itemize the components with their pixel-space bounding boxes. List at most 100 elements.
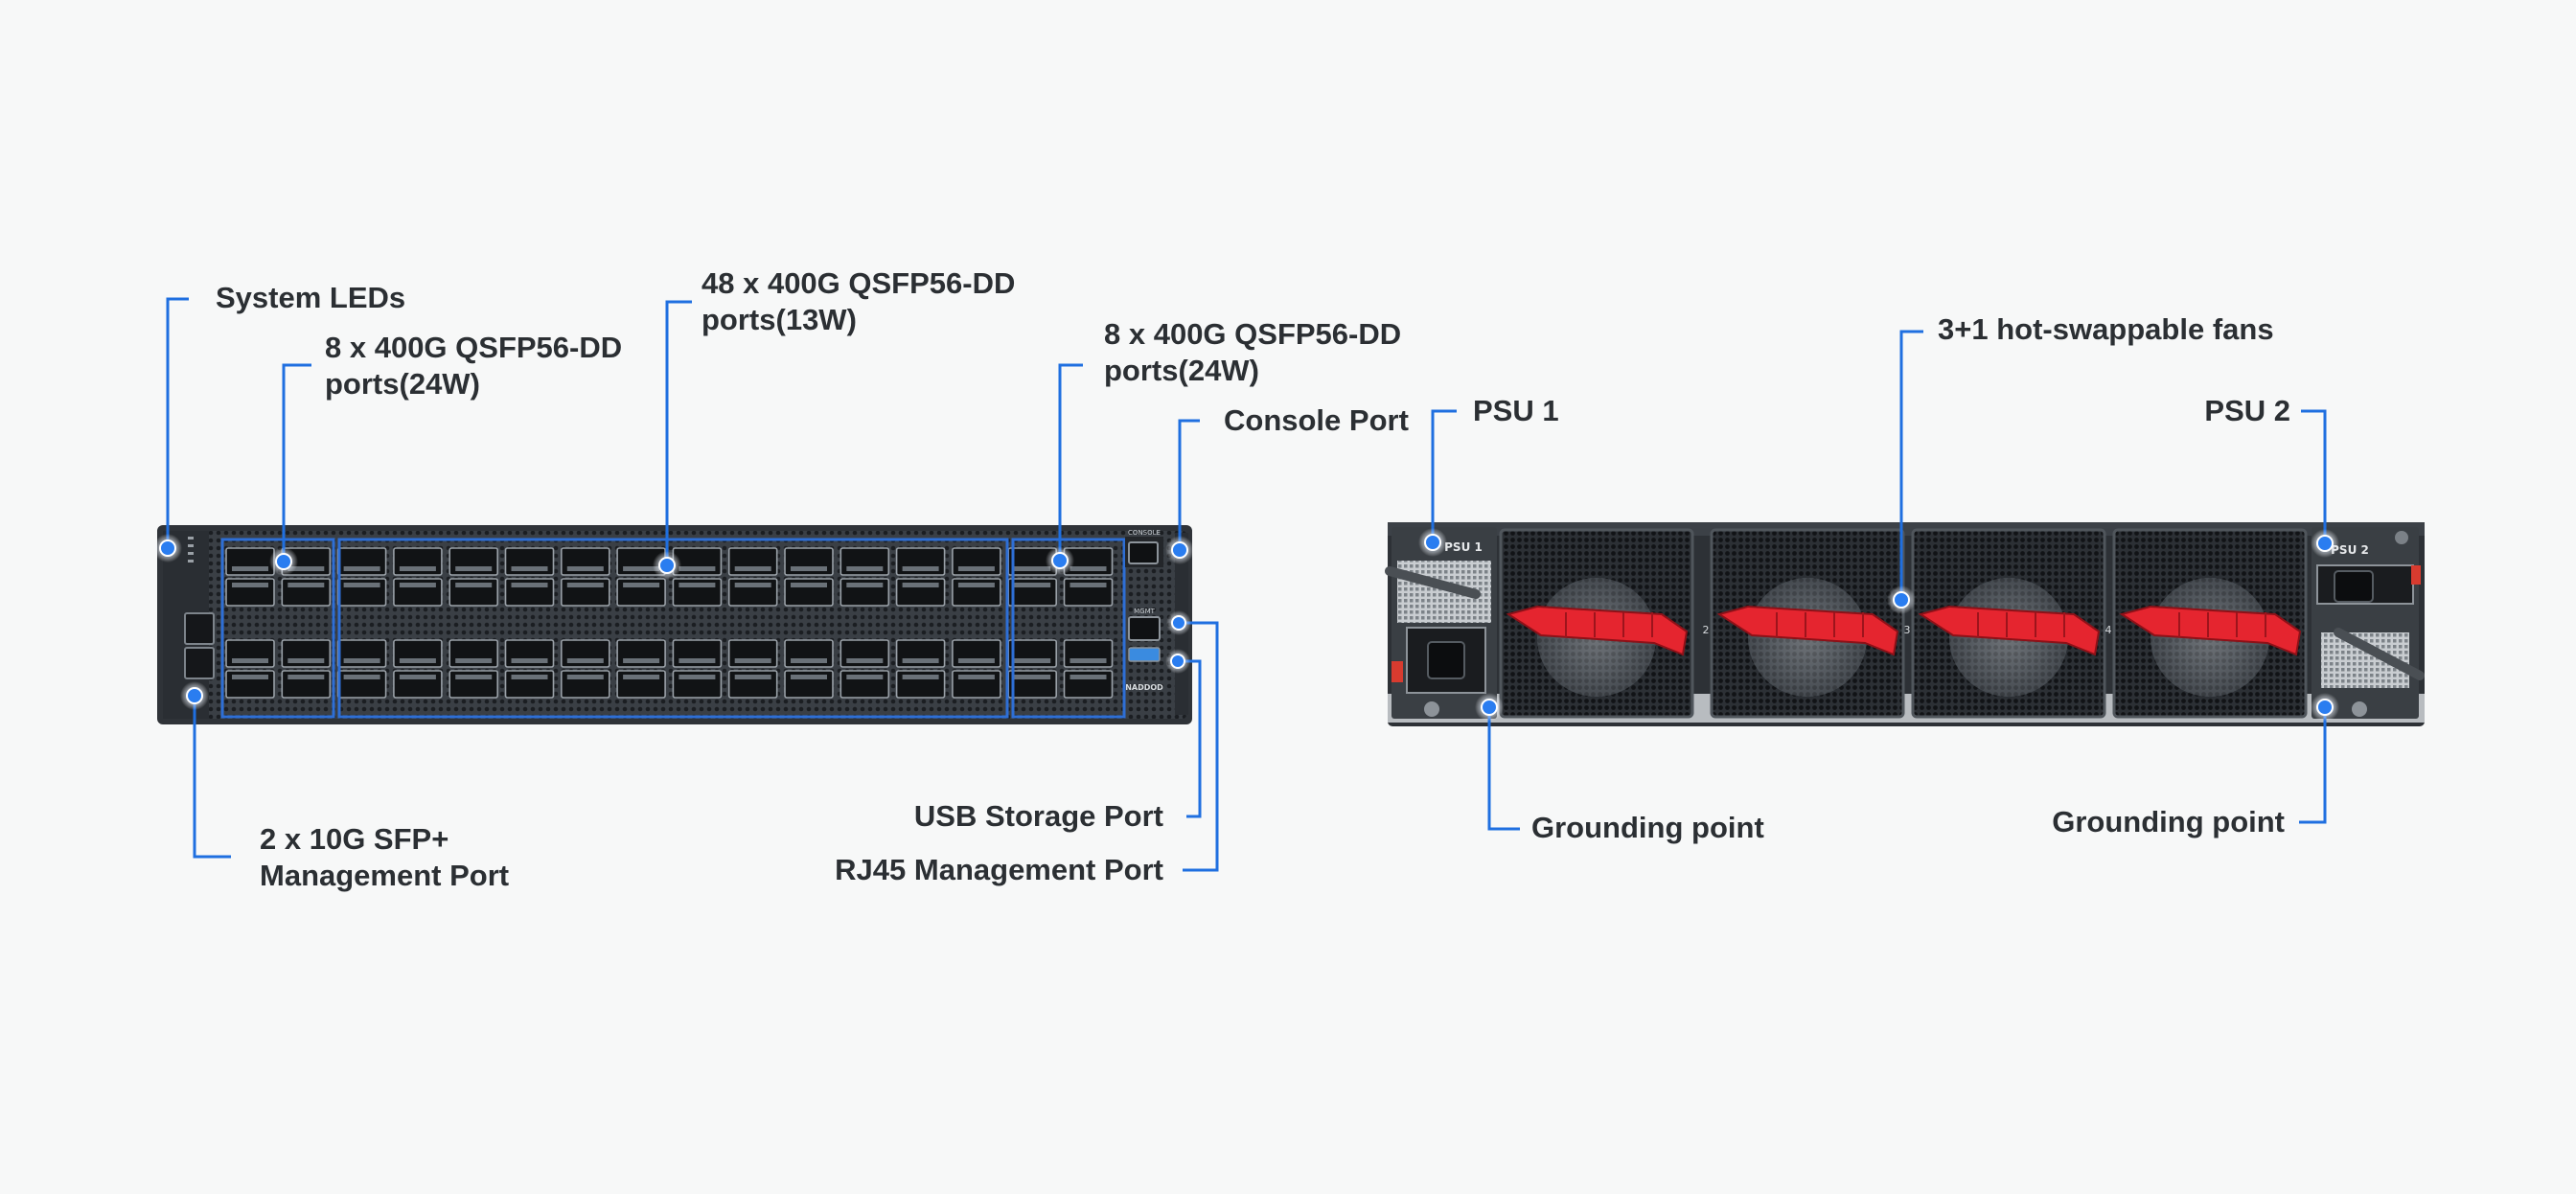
qsfp-port-latch: [232, 583, 268, 587]
label-front-mid-ports: 48 x 400G QSFP56-DD ports(13W): [702, 265, 1015, 338]
console-tag: CONSOLE: [1128, 529, 1161, 537]
qsfp-port-latch: [343, 658, 380, 663]
dot-sfp-mgmt: [180, 681, 209, 710]
qsfp-port-latch: [399, 658, 436, 663]
label-front-right-ports-line2: ports(24W): [1104, 354, 1259, 387]
dot-ground-left: [1475, 693, 1504, 722]
qsfp-port-latch: [957, 583, 995, 587]
brand-mark: NADDOD: [1125, 683, 1163, 692]
qsfp-port-latch: [566, 675, 604, 679]
leader-front-right-ports: [1058, 363, 1083, 561]
label-usb-storage: USB Storage Port: [913, 799, 1163, 833]
qsfp-port-latch: [1014, 583, 1051, 587]
qsfp-port-latch: [902, 658, 939, 663]
dot-ground-right: [2311, 693, 2339, 722]
qsfp-port-latch: [288, 566, 325, 571]
leader-front-mid-ports: [665, 300, 692, 565]
qsfp-port-latch: [957, 675, 995, 679]
qsfp-port-latch: [455, 675, 493, 679]
label-psu1: PSU 1: [1473, 394, 1559, 427]
qsfp-port-latch: [566, 566, 604, 571]
fan-handle: [2119, 605, 2302, 656]
qsfp-port-latch: [1014, 658, 1051, 663]
qsfp-port-latch: [566, 583, 604, 587]
label-fans: 3+1 hot-swappable fans: [1938, 312, 2274, 346]
qsfp-port-latch: [1070, 658, 1107, 663]
leader-fans: [1899, 330, 1923, 600]
qsfp-port-latch: [957, 566, 995, 571]
dot-front-mid-ports: [653, 551, 681, 580]
fan-number: 3: [1904, 624, 1911, 636]
qsfp-port-latch: [791, 658, 827, 663]
fan-handle: [1918, 605, 2101, 656]
leader-psu2: [2301, 409, 2327, 543]
leader-system-leds: [166, 297, 189, 548]
qsfp-port-latch: [343, 566, 380, 571]
label-front-left-ports: 8 x 400G QSFP56-DD ports(24W): [325, 330, 622, 402]
qsfp-port-latch: [455, 566, 493, 571]
qsfp-port-latch: [399, 675, 436, 679]
qsfp-port-latch: [734, 566, 771, 571]
qsfp-port-latch: [566, 658, 604, 663]
qsfp-port-latch: [232, 675, 268, 679]
qsfp-port-latch: [678, 658, 716, 663]
mgmt-tag: MGMT: [1134, 608, 1156, 615]
label-front-mid-ports-line1: 48 x 400G QSFP56-DD: [702, 266, 1016, 300]
qsfp-port-latch: [791, 566, 827, 571]
leader-rj45-mgmt: [1179, 621, 1219, 872]
fan-handle: [1716, 605, 1899, 656]
qsfp-port-latch: [511, 566, 548, 571]
usb-storage-port: [1128, 647, 1161, 662]
qsfp-port-latch: [511, 675, 548, 679]
qsfp-port-latch: [511, 583, 548, 587]
leader-sfp-mgmt: [193, 696, 231, 859]
psu1-module: PSU 1: [1385, 527, 1497, 719]
qsfp-port-latch: [1070, 566, 1107, 571]
qsfp-port-latch: [678, 583, 716, 587]
qsfp-port-latch: [734, 583, 771, 587]
qsfp-port-latch: [846, 658, 884, 663]
qsfp-port-latch: [902, 566, 939, 571]
qsfp-port-latch: [623, 566, 660, 571]
label-psu2: PSU 2: [2204, 394, 2290, 427]
qsfp-port-latch: [399, 566, 436, 571]
port-group-outline-middle: [337, 538, 1009, 719]
qsfp-port-latch: [678, 566, 716, 571]
qsfp-port-latch: [791, 583, 827, 587]
dot-front-right-ports: [1046, 546, 1074, 575]
dot-fans: [1887, 586, 1916, 614]
qsfp-port-latch: [399, 583, 436, 587]
port-group-outline-left: [220, 538, 335, 719]
label-front-mid-ports-line2: ports(13W): [702, 303, 857, 336]
dot-usb-storage: [1165, 649, 1190, 674]
label-front-left-ports-line2: ports(24W): [325, 367, 480, 401]
psu2-module: PSU 2: [2312, 527, 2425, 719]
qsfp-port-latch: [232, 658, 268, 663]
dot-rj45-mgmt: [1166, 610, 1191, 635]
qsfp-port-latch: [846, 675, 884, 679]
fan-number: 2: [1703, 624, 1710, 636]
qsfp-port-latch: [1014, 566, 1051, 571]
qsfp-port-latch: [232, 566, 268, 571]
qsfp-port-latch: [902, 675, 939, 679]
leader-ground-right: [2299, 707, 2327, 824]
qsfp-port-latch: [288, 583, 325, 587]
qsfp-port-latch: [1070, 675, 1107, 679]
leader-psu1: [1431, 409, 1457, 542]
sfp-ports: [184, 612, 215, 679]
label-ground-right: Grounding point: [2052, 805, 2285, 838]
label-front-right-ports-line1: 8 x 400G QSFP56-DD: [1104, 317, 1402, 351]
qsfp-port-latch: [957, 658, 995, 663]
label-sfp-mgmt-line2: Management Port: [260, 859, 510, 892]
dot-psu1: [1418, 528, 1447, 557]
qsfp-port-latch: [623, 583, 660, 587]
dot-psu2: [2311, 529, 2339, 558]
rj45-mgmt-port: MGMT: [1128, 608, 1161, 641]
qsfp-port-array: [225, 547, 1114, 699]
qsfp-port-latch: [288, 675, 325, 679]
port-group-outline-right: [1011, 538, 1126, 719]
label-sfp-mgmt-line1: 2 x 10G SFP+: [260, 822, 449, 856]
label-sfp-mgmt: 2 x 10G SFP+ Management Port: [260, 821, 509, 894]
qsfp-port-latch: [511, 658, 548, 663]
